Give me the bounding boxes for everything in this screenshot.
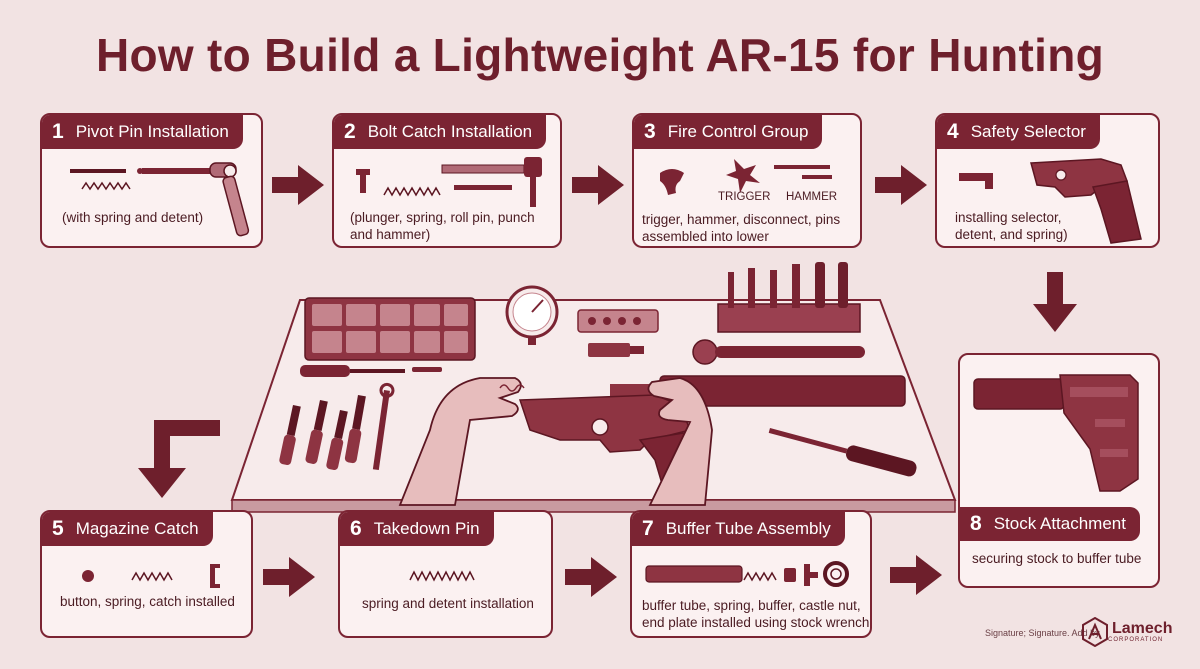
step-title: Stock Attachment bbox=[993, 514, 1126, 533]
step-caption: (plunger, spring, roll pin, punch and ha… bbox=[350, 210, 535, 242]
arrow-corner-down-icon bbox=[138, 420, 220, 498]
step-header-3: 3 Fire Control Group bbox=[634, 115, 823, 149]
arrow-right-icon bbox=[875, 165, 927, 205]
step-title: Magazine Catch bbox=[75, 519, 199, 538]
step-caption: securing stock to buffer tube bbox=[972, 551, 1142, 566]
buffer-tube-parts-icon bbox=[645, 561, 849, 587]
footer-signature: Signature; Signature. Add by bbox=[985, 628, 1100, 638]
step-title: Safety Selector bbox=[970, 122, 1086, 141]
step-card-1: 1 Pivot Pin Installation (with spring an… bbox=[40, 113, 263, 248]
step-header-4: 4 Safety Selector bbox=[937, 115, 1100, 149]
stock-illustration bbox=[973, 374, 1139, 492]
page-title: How to Build a Lightweight AR-15 for Hun… bbox=[95, 29, 1105, 81]
parts-tray-icon bbox=[304, 297, 476, 361]
arrow-right-icon bbox=[565, 557, 617, 597]
hammer-label: HAMMER bbox=[786, 191, 838, 203]
step-card-5: 5 Magazine Catch button, spring, catch i… bbox=[40, 510, 253, 638]
logo-name: Lamech bbox=[1112, 620, 1173, 637]
arrow-right-icon bbox=[572, 165, 624, 205]
step-header-6: 6 Takedown Pin bbox=[340, 512, 494, 546]
step-title: Pivot Pin Installation bbox=[75, 122, 229, 141]
torque-wrench-icon bbox=[692, 339, 865, 365]
step-header-5: 5 Magazine Catch bbox=[42, 512, 213, 546]
step-card-2: 2 Bolt Catch Installation (plunger, spri… bbox=[332, 113, 562, 248]
step-number: 5 bbox=[52, 517, 64, 540]
step-header-1: 1 Pivot Pin Installation bbox=[42, 115, 243, 149]
step-caption: buffer tube, spring, buffer, castle nut,… bbox=[642, 598, 870, 630]
step-number: 4 bbox=[947, 120, 959, 143]
step-card-8: 8 Stock Attachment securing stock to buf… bbox=[958, 353, 1160, 588]
magazine-catch-parts-icon bbox=[82, 564, 220, 588]
step-number: 3 bbox=[644, 120, 656, 143]
brand-logo: Lamech CORPORATION bbox=[1082, 617, 1172, 647]
gauge-icon bbox=[505, 285, 559, 345]
arrow-down-icon bbox=[1033, 272, 1077, 332]
step-header-2: 2 Bolt Catch Installation bbox=[334, 115, 547, 149]
step-number: 7 bbox=[642, 517, 654, 540]
step-card-7: 7 Buffer Tube Assembly buffer tube, spri… bbox=[630, 510, 872, 638]
step-number: 6 bbox=[350, 517, 362, 540]
hands-illustration bbox=[398, 377, 713, 506]
step-caption: button, spring, catch installed bbox=[60, 594, 235, 609]
step-number: 1 bbox=[52, 120, 64, 143]
step-title: Takedown Pin bbox=[373, 519, 480, 538]
arrow-right-icon bbox=[263, 557, 315, 597]
bolt-catch-parts-icon bbox=[356, 157, 542, 207]
safety-selector-parts-icon bbox=[959, 158, 1142, 244]
arrow-right-icon bbox=[272, 165, 324, 205]
pin-tray-icon bbox=[577, 309, 659, 333]
step-caption: spring and detent installation bbox=[362, 596, 534, 611]
arrow-right-icon bbox=[890, 555, 942, 595]
takedown-pin-spring-icon bbox=[409, 570, 475, 582]
step-number: 8 bbox=[970, 512, 982, 535]
fire-control-parts-icon bbox=[660, 159, 832, 195]
trigger-label: TRIGGER bbox=[718, 191, 771, 203]
step-title: Fire Control Group bbox=[667, 122, 809, 141]
pivot-pin-parts-icon bbox=[70, 162, 250, 237]
step-caption: (with spring and detent) bbox=[62, 210, 204, 225]
logo-icon bbox=[1082, 617, 1108, 647]
screwdrivers-icon bbox=[279, 382, 395, 471]
step-title: Buffer Tube Assembly bbox=[665, 519, 831, 538]
step-card-4: 4 Safety Selector installing selector, d… bbox=[935, 113, 1160, 248]
step-title: Bolt Catch Installation bbox=[367, 122, 533, 141]
step-caption: installing selector, detent, and spring) bbox=[955, 210, 1068, 242]
step-card-3: 3 Fire Control Group TRIGGER HAMMER trig… bbox=[632, 113, 862, 248]
step-header-8: 8 Stock Attachment bbox=[960, 507, 1140, 541]
step-header-7: 7 Buffer Tube Assembly bbox=[632, 512, 845, 546]
logo-subtitle: CORPORATION bbox=[1108, 637, 1164, 643]
punch-set-icon bbox=[717, 262, 861, 333]
step-card-6: 6 Takedown Pin spring and detent install… bbox=[338, 510, 553, 638]
step-number: 2 bbox=[344, 120, 356, 143]
step-caption: trigger, hammer, disconnect, pins assemb… bbox=[642, 212, 841, 244]
